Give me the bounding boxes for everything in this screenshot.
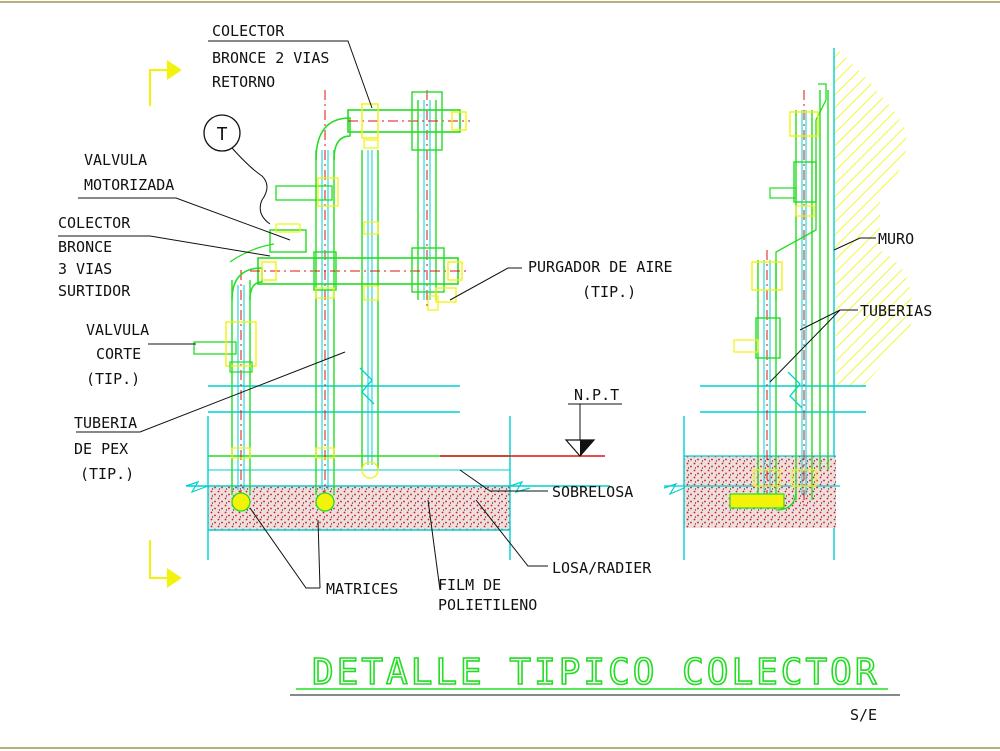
colector-surtidor-line2: BRONCE [58, 238, 112, 256]
tuberia-pex-line1: TUBERIA [74, 414, 137, 432]
valvula-corte-line1: VALVULA [86, 321, 149, 339]
matriz-2 [315, 492, 335, 512]
right-section [663, 48, 912, 560]
colector-retorno-line3: RETORNO [212, 73, 275, 91]
sobrelosa-label: SOBRELOSA [552, 483, 633, 501]
drawing-title: DETALLE TIPICO COLECTOR [312, 652, 880, 693]
losa-section-fill [684, 456, 836, 528]
valvula-motorizada-line1: VALVULA [84, 151, 147, 169]
leader-lines-right [769, 237, 876, 383]
muro-hatch [834, 48, 912, 386]
termostato-icon [203, 114, 241, 152]
film-line1: FILM DE [438, 576, 501, 594]
valvula-motorizada [269, 229, 307, 253]
scale-label: S/E [850, 706, 877, 724]
section-marker-top [149, 60, 182, 106]
colector-retorno-line1: COLECTOR [212, 22, 285, 40]
film-line2: POLIETILENO [438, 596, 537, 614]
left-elevation: T N.P.T [185, 90, 622, 560]
colector-retorno-line2: BRONCE 2 VIAS [212, 49, 329, 67]
muro-label: MURO [878, 230, 914, 248]
colector-surtidor-line1: COLECTOR [58, 214, 131, 232]
valvula-corte-line2: CORTE [96, 345, 141, 363]
valvula-motorizada-line2: MOTORIZADA [84, 176, 174, 194]
losa-radier-fill [208, 486, 510, 530]
npt-label: N.P.T [574, 386, 619, 404]
valvula-corte-line3: (TIP.) [86, 370, 140, 388]
purgador-aire [435, 287, 457, 303]
title-block: DETALLE TIPICO COLECTOR S/E [290, 651, 900, 724]
leader-lines [58, 40, 548, 591]
colector-surtidor-line3: 3 VIAS [58, 260, 112, 278]
tuberia-pex-line3: (TIP.) [80, 465, 134, 483]
termostato-label: T [217, 124, 228, 145]
valvula-corte [193, 341, 237, 355]
section-marker-bottom [149, 540, 182, 588]
matrices-label: MATRICES [326, 580, 398, 598]
labels-left: COLECTOR BRONCE 2 VIAS RETORNO VALVULA M… [58, 22, 673, 614]
losa-label: LOSA/RADIER [552, 559, 652, 577]
colector-surtidor-line4: SURTIDOR [58, 282, 131, 300]
tuberia-pex-line2: DE PEX [74, 440, 128, 458]
tuberias-label: TUBERIAS [860, 302, 932, 320]
purgador-line1: PURGADOR DE AIRE [528, 258, 673, 276]
purgador-line2: (TIP.) [582, 283, 636, 301]
matriz-1 [231, 492, 251, 512]
